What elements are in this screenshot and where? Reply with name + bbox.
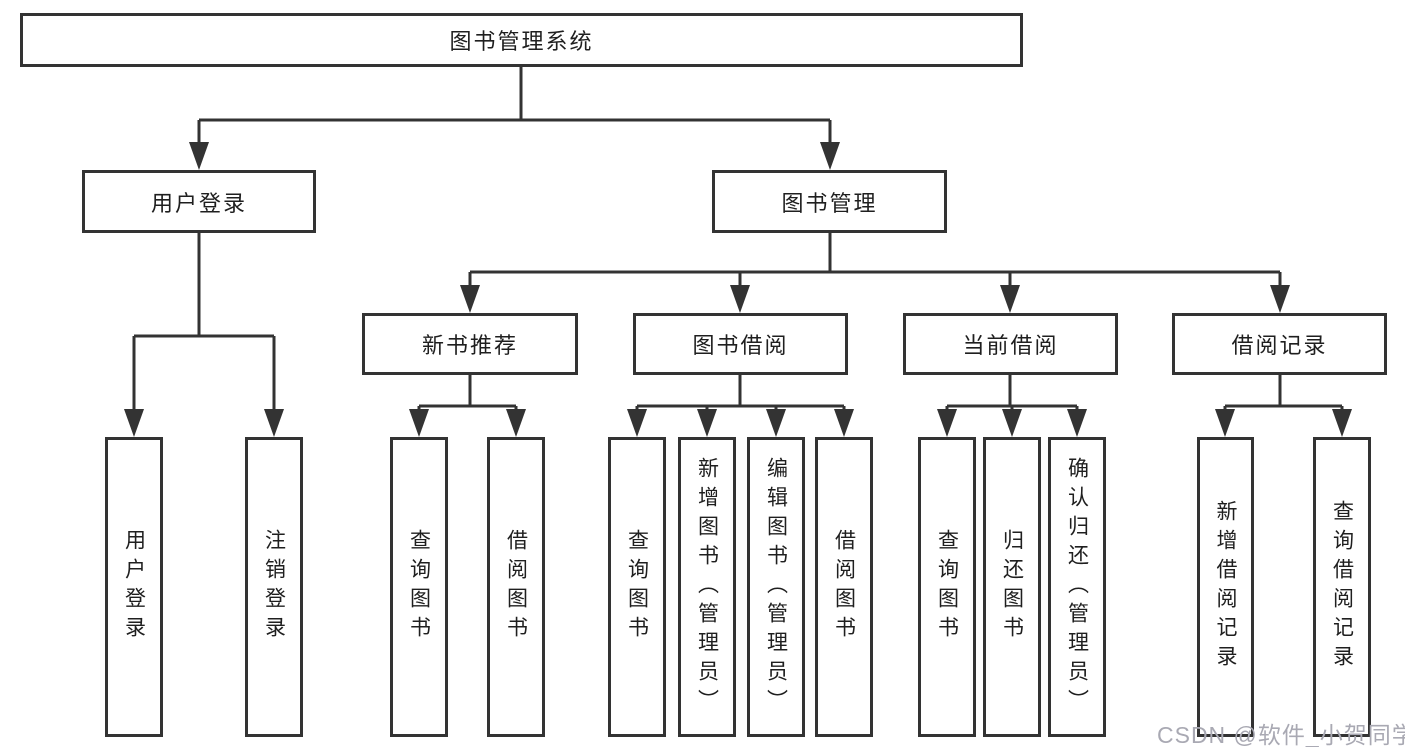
node-borrowing-records: 借阅记录: [1172, 313, 1387, 375]
node-label: 借阅图书: [504, 529, 528, 645]
leaf-confirm-return-admin: 确认归还（管理员）: [1048, 437, 1106, 737]
node-label: 查询借阅记录: [1330, 500, 1354, 674]
node-label: 新增借阅记录: [1214, 500, 1237, 674]
node-label: 注销登录: [262, 529, 286, 645]
node-label: 图书管理系统: [449, 29, 594, 54]
node-label: 查询图书: [407, 529, 431, 645]
node-new-book-recommendation: 新书推荐: [362, 313, 578, 375]
leaf-edit-books-admin: 编辑图书（管理员）: [747, 437, 805, 737]
csdn-watermark: CSDN @软件_小贺同学: [1157, 722, 1405, 747]
node-label: 新增图书（管理员）: [695, 456, 719, 718]
node-label: 确认归还（管理员）: [1065, 456, 1089, 718]
node-label: 当前借阅: [962, 333, 1059, 358]
leaf-return-books: 归还图书: [983, 437, 1041, 737]
leaf-borrow-books-borrowing: 借阅图书: [815, 437, 873, 737]
leaf-add-borrow-record: 新增借阅记录: [1197, 437, 1254, 737]
leaf-user-login: 用户登录: [105, 437, 163, 737]
node-label: 编辑图书（管理员）: [764, 456, 788, 718]
node-label: 查询图书: [935, 529, 959, 645]
leaf-add-books-admin: 新增图书（管理员）: [678, 437, 736, 737]
leaf-query-books-current: 查询图书: [918, 437, 976, 737]
leaf-logout: 注销登录: [245, 437, 303, 737]
node-label: 新书推荐: [421, 333, 518, 358]
node-book-borrowing: 图书借阅: [633, 313, 848, 375]
node-book-management: 图书管理: [712, 170, 947, 233]
node-label: 归还图书: [1000, 529, 1024, 645]
node-label: 借阅记录: [1231, 333, 1328, 358]
node-label: 用户登录: [150, 190, 247, 216]
node-label: 借阅图书: [832, 529, 856, 645]
node-library-management-system: 图书管理系统: [20, 13, 1023, 67]
node-label: 用户登录: [122, 529, 146, 645]
node-label: 查询图书: [625, 529, 649, 645]
leaf-borrow-books-recommend: 借阅图书: [487, 437, 545, 737]
leaf-query-books-recommend: 查询图书: [390, 437, 448, 737]
leaf-query-borrow-record: 查询借阅记录: [1313, 437, 1371, 737]
node-current-borrowing: 当前借阅: [903, 313, 1118, 375]
leaf-query-books-borrowing: 查询图书: [608, 437, 666, 737]
node-label: 图书管理: [781, 190, 878, 216]
node-user-login: 用户登录: [82, 170, 316, 233]
node-label: 图书借阅: [692, 333, 789, 358]
